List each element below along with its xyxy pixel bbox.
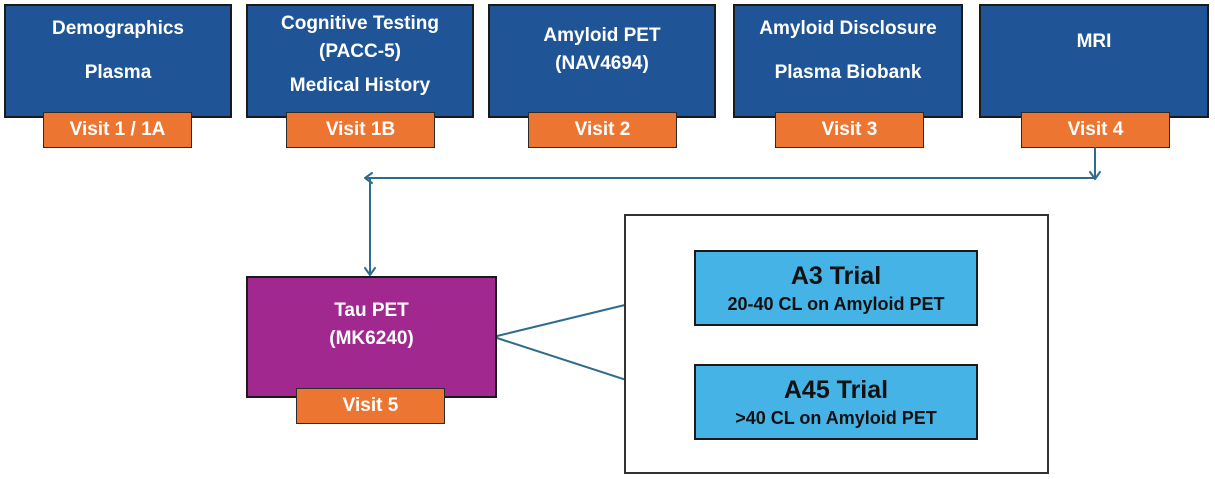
step-demographics-box: Demographics Plasma [4, 4, 232, 118]
visit-3-badge: Visit 3 [775, 112, 924, 148]
step-line: Amyloid PET [543, 25, 661, 46]
visit-4-badge: Visit 4 [1021, 112, 1170, 148]
visit-1b-badge: Visit 1B [286, 112, 435, 148]
step-line: Demographics [52, 18, 184, 39]
step-line: Plasma Biobank [774, 62, 922, 83]
step-line: Medical History [289, 75, 431, 96]
visit-1-badge: Visit 1 / 1A [43, 112, 192, 148]
a3-trial-subtitle: 20-40 CL on Amyloid PET [727, 294, 945, 314]
tau-line-2: (MK6240) [329, 328, 414, 349]
visit-5-badge: Visit 5 [296, 388, 445, 424]
a45-trial-box: A45 Trial >40 CL on Amyloid PET [694, 364, 978, 440]
step-line: MRI [1076, 31, 1112, 52]
step-line: Amyloid Disclosure [759, 18, 937, 39]
a45-trial-title: A45 Trial [783, 376, 889, 404]
step-line: Cognitive Testing [281, 13, 439, 34]
tau-pet-box: Tau PET (MK6240) [246, 276, 497, 398]
step-amyloid-pet-box: Amyloid PET (NAV4694) [488, 4, 716, 118]
a3-trial-box: A3 Trial 20-40 CL on Amyloid PET [694, 250, 978, 326]
a45-trial-subtitle: >40 CL on Amyloid PET [735, 408, 937, 428]
step-line: (PACC-5) [319, 41, 401, 62]
a3-trial-title: A3 Trial [790, 262, 882, 290]
visit-2-badge: Visit 2 [528, 112, 677, 148]
step-line: (NAV4694) [555, 53, 649, 74]
step-line: Plasma [84, 62, 152, 83]
arrowhead-down-tau [364, 267, 376, 276]
step-amyloid-disclosure-box: Amyloid Disclosure Plasma Biobank [733, 4, 963, 118]
tau-line-1: Tau PET [334, 300, 409, 321]
